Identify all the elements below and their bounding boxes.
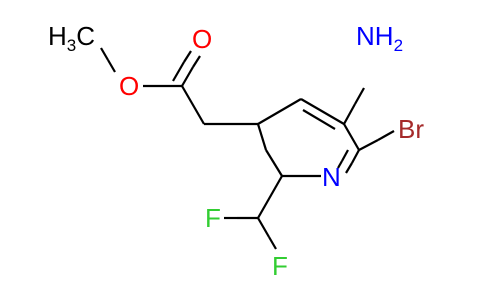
bond-c3-nh2-b	[354, 87, 365, 105]
bond-c3-nh2-a	[343, 103, 356, 125]
fluorine-label-2: F	[272, 251, 288, 281]
bond-oester-ch3-b	[100, 47, 109, 61]
ring-c4-c3-double	[302, 109, 336, 130]
ring-c2-n1-black	[351, 149, 360, 164]
fluorine-label-1: F	[205, 203, 221, 233]
bromine-label: Br	[398, 114, 424, 144]
ring-c6-c5-c	[256, 123, 268, 151]
bond-c6-chf2	[257, 175, 283, 219]
carbonyl-oxygen-label: O	[192, 24, 212, 54]
bond-chf2-f2-b	[268, 236, 277, 250]
methyl-h: H	[48, 21, 67, 51]
ring-c2-n1-double-blue	[337, 160, 343, 169]
ring-c6-c5-a	[265, 149, 283, 177]
ring-c2-n1-blue	[345, 162, 353, 174]
bond-co-o-b2	[183, 50, 192, 63]
bond-c2-br-a	[358, 139, 379, 151]
ring-c2-n1-double-black	[341, 149, 349, 162]
methyl-label: H3C	[48, 21, 95, 55]
bond-co-o-b1	[172, 61, 185, 82]
amine-nh: NH	[356, 21, 394, 51]
amine-subscript: 2	[394, 36, 403, 55]
methyl-subscript: 3	[67, 36, 76, 55]
bond-co-o-a1	[181, 66, 194, 87]
ring-c3-c2	[343, 123, 360, 151]
bond-co-o-a2	[192, 55, 201, 68]
methyl-c: C	[76, 21, 95, 51]
bond-c2-br-b	[377, 130, 395, 141]
ring-nitrogen-label: N	[322, 162, 341, 192]
ring-c5-c4	[257, 98, 302, 125]
bond-oester-ch3-a	[107, 59, 116, 73]
bond-ch2-co	[181, 85, 205, 125]
bond-chf2-f2-a	[257, 217, 270, 238]
amine-label: NH2	[356, 21, 403, 55]
ester-oxygen-label: O	[119, 71, 139, 101]
ring-c4-c3	[300, 98, 345, 125]
